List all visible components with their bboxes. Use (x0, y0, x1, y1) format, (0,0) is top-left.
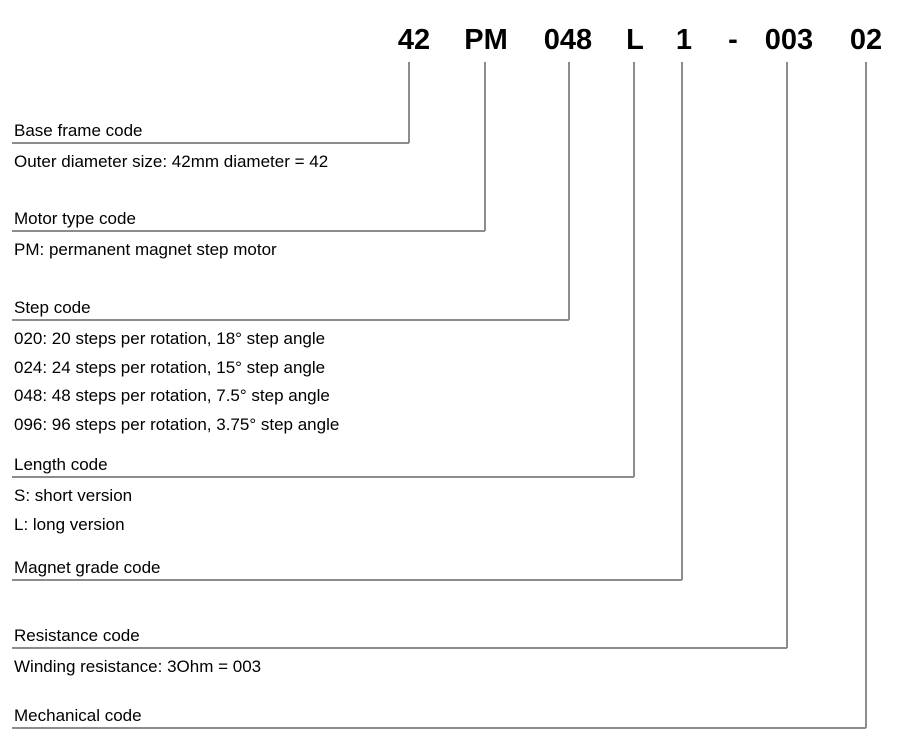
code-section-line: 096: 96 steps per rotation, 3.75° step a… (14, 414, 340, 434)
code-section-line: 048: 48 steps per rotation, 7.5° step an… (14, 386, 330, 405)
code-section-line: L: long version (14, 514, 125, 534)
code-section-line: Winding resistance: 3Ohm = 003 (14, 657, 262, 676)
code-section: Mechanical code (14, 705, 142, 726)
code-section-line: S: short version (14, 486, 133, 505)
code-section-lines: 020: 20 steps per rotation, 18° step ang… (14, 325, 339, 439)
code-section-line: PM: permanent magnet step motor (14, 240, 277, 259)
code-section-line: 024: 24 steps per rotation, 15° step ang… (14, 357, 326, 377)
part-number-segment: L (626, 24, 644, 56)
part-number-segment: 42 (397, 24, 431, 56)
code-section-title: Resistance code (14, 626, 140, 645)
part-number-segment: 1 (675, 24, 693, 56)
part-number-segment: 02 (849, 24, 883, 56)
code-section-line: 020: 20 steps per rotation, 18° step ang… (14, 329, 326, 348)
code-section-lines: S: short version L: long version (14, 482, 132, 539)
code-section-title: Magnet grade code (14, 558, 161, 577)
code-section: Length code S: short version L: long versi… (14, 454, 132, 539)
code-section-title: Step code (14, 298, 91, 317)
code-section-line: Outer diameter size: 42mm diameter = 42 (14, 152, 329, 171)
part-number-segment: PM (464, 24, 508, 56)
code-section-lines: Winding resistance: 3Ohm = 003 (14, 653, 261, 682)
code-section-title: Base frame code (14, 121, 143, 140)
code-section: Magnet grade code (14, 557, 161, 578)
code-section-title: Motor type code (14, 209, 136, 228)
part-number-segment: 048 (543, 24, 593, 56)
code-section-lines: PM: permanent magnet step motor (14, 236, 277, 265)
code-section-lines: Outer diameter size: 42mm diameter = 42 (14, 148, 328, 177)
part-number-segment: - (728, 24, 738, 56)
code-section-title: Mechanical code (14, 706, 142, 725)
code-section: Step code 020: 20 steps per rotation, 18°… (14, 297, 339, 439)
part-number-segment: 003 (764, 24, 814, 56)
code-section-title: Length code (14, 455, 108, 474)
